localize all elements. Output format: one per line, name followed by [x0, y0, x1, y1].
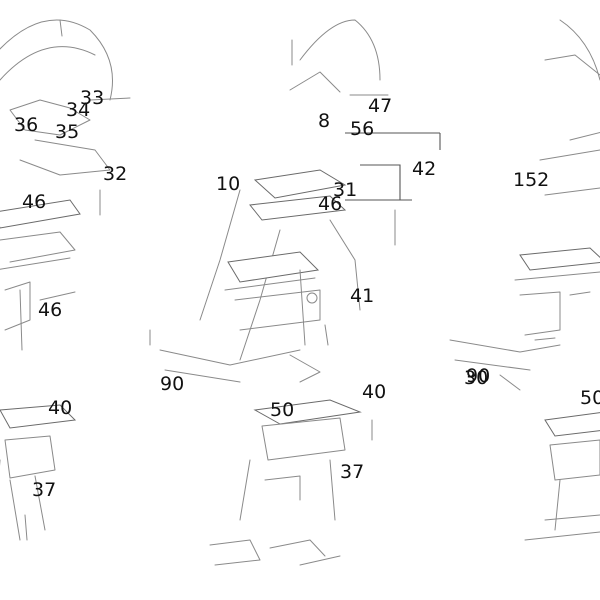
callout-label: 33: [80, 87, 104, 109]
callout-label: 34: [66, 99, 90, 121]
callout-label: 56: [350, 118, 374, 140]
callout-label: 41: [350, 285, 374, 307]
callout-label: 10: [216, 173, 240, 195]
center-assembly: [149, 19, 441, 566]
callout-label: 47: [368, 95, 392, 117]
callout-label: 40: [48, 397, 72, 419]
right-assembly: [449, 19, 600, 541]
callout-label: 50: [270, 399, 294, 421]
callout-label: 36: [14, 114, 38, 136]
callout-label: 37: [32, 479, 56, 501]
callout-label: 50: [580, 387, 600, 409]
callout-label: 42: [412, 158, 436, 180]
callout-label: 90: [160, 373, 184, 395]
left-assembly: [0, 19, 131, 541]
callout-label: 32: [103, 163, 127, 185]
callout-label: 152: [513, 169, 549, 191]
callout-label: 40: [362, 381, 386, 403]
callout-label: 90: [466, 365, 490, 387]
callout-label: 46: [318, 193, 342, 215]
callout-labels: 36 35 34 33 32 46 46 10 90 40 37 8 47 56…: [14, 87, 600, 501]
callout-label: 46: [22, 191, 46, 213]
callout-label: 30: [464, 367, 488, 389]
callout-label: 8: [318, 110, 330, 132]
callout-label: 46: [38, 299, 62, 321]
callout-label: 35: [55, 121, 79, 143]
callout-label: 31: [333, 179, 357, 201]
callout-label: 37: [340, 461, 364, 483]
